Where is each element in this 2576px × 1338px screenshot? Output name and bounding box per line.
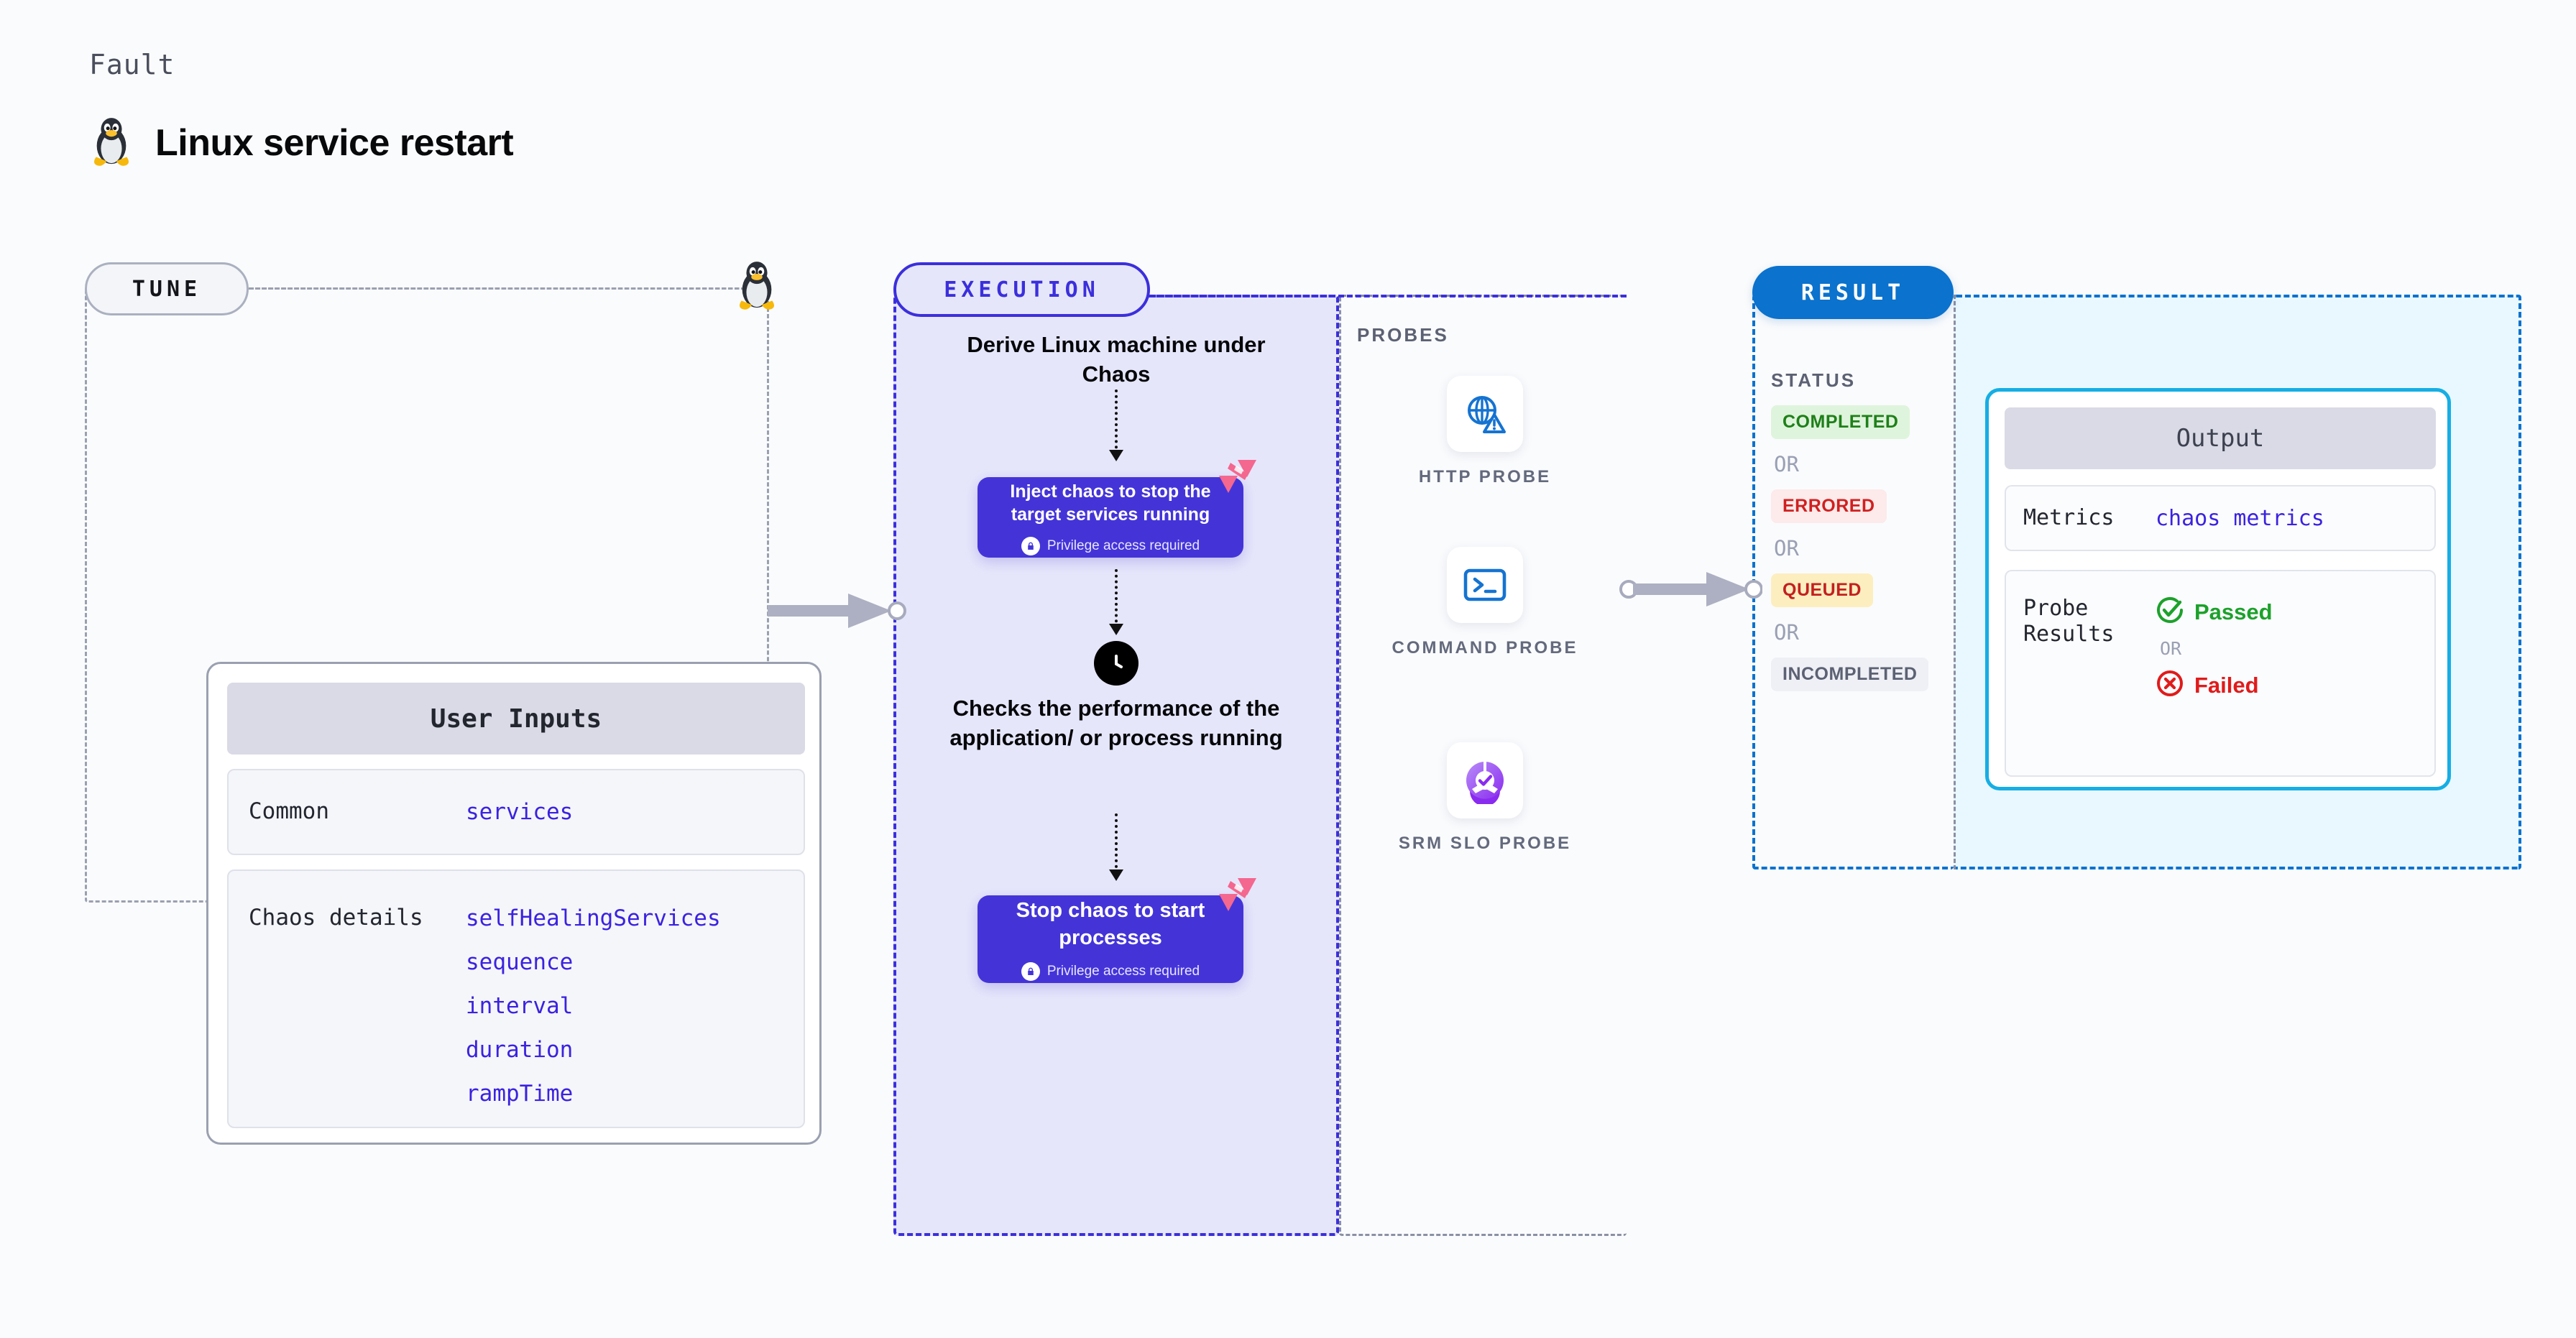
execution-step-2-text: Checks the performance of the applicatio… [949,696,1283,750]
input-group-label: Chaos details [249,905,423,931]
terminal-icon [1447,547,1523,623]
user-inputs-title: User Inputs [227,683,805,755]
page-title-row: Linux service restart [89,115,514,171]
input-value[interactable]: services [466,799,574,825]
lock-icon [1021,961,1040,981]
input-group-values: selfHealingServices sequence interval du… [466,905,721,1107]
status-badge-queued: QUEUED [1771,573,1873,607]
check-circle-icon [2156,596,2184,628]
input-group-values: services [466,799,573,825]
probe-label: COMMAND PROBE [1392,638,1578,658]
chaos-step-title: Stop chaos to start processes [1016,899,1205,949]
flow-arrow-3 [1109,813,1123,881]
page-eyebrow: Fault [89,49,175,80]
result-panel: STATUS COMPLETED OR ERRORED OR QUEUED OR… [1752,295,1954,869]
or-separator: OR [1774,536,1799,560]
status-badge-errored: ERRORED [1771,489,1887,523]
input-group-common: Common services [227,769,805,855]
execution-panel: Derive Linux machine under Chaos Inject … [893,295,1339,1236]
status-badge-completed: COMPLETED [1771,405,1910,439]
execution-stage-pill[interactable]: EXECUTION [893,262,1150,317]
probe-item-http[interactable]: HTTP PROBE [1341,376,1629,490]
privilege-note: Privilege access required [1021,536,1200,555]
input-value[interactable]: rampTime [466,1081,574,1107]
tune-connector-dash [249,287,765,290]
user-inputs-card: User Inputs Common services Chaos detail… [206,662,822,1145]
status-badge-incompleted: INCOMPLETED [1771,658,1929,691]
privilege-text: Privilege access required [1046,963,1200,979]
or-separator: OR [1774,452,1799,476]
or-separator: OR [1774,620,1799,645]
output-group-metrics: Metrics chaos metrics [2005,485,2436,551]
tune-stage-pill[interactable]: TUNE [85,262,249,315]
execution-step-1-text: Derive Linux machine under Chaos [967,332,1266,387]
chaos-step-inject-box[interactable]: Inject chaos to stop the target services… [978,460,1256,558]
probe-item-srm-slo[interactable]: SRM SLO PROBE [1341,742,1629,857]
harness-logo-icon [1219,878,1256,911]
output-card: Output Metrics chaos metrics Probe Resul… [1985,388,2451,790]
output-probe-results-label: Probe Results [2023,596,2115,647]
input-value[interactable]: duration [466,1037,574,1063]
chaos-step-stop-box[interactable]: Stop chaos to start processes Privilege … [978,878,1256,983]
x-circle-icon [2156,669,2184,701]
tune-panel: User Inputs Common services Chaos detail… [85,287,822,1145]
input-group-label: Common [249,798,329,825]
connector-execution-to-result [1619,568,1763,611]
input-value[interactable]: interval [466,993,574,1019]
linux-penguin-icon [735,259,778,312]
probe-failed-label: Failed [2194,672,2259,698]
probe-result-passed: Passed [2156,596,2273,628]
probes-section-label: PROBES [1357,324,1449,346]
output-group-probe-results: Probe Results Passed OR [2005,570,2436,777]
input-value[interactable]: selfHealingServices [466,905,721,931]
output-title: Output [2005,407,2436,469]
flow-arrow-1 [1109,389,1123,461]
clock-icon [1094,641,1138,686]
linux-penguin-icon [89,115,134,171]
connector-tune-to-execution [763,589,907,632]
lock-icon [1021,536,1040,555]
slo-donut-check-icon [1447,742,1523,818]
result-divider-dash [1954,295,1956,869]
output-metrics-label: Metrics [2023,505,2115,530]
probe-result-values: Passed OR Failed [2156,596,2273,701]
probe-label: SRM SLO PROBE [1398,834,1572,853]
privilege-text: Privilege access required [1046,537,1200,553]
probe-result-failed: Failed [2156,669,2273,701]
output-metrics-value[interactable]: chaos metrics [2156,505,2324,531]
execution-connector-dash [1150,295,1627,297]
input-value[interactable]: sequence [466,949,574,975]
harness-logo-icon [1219,460,1256,493]
probe-label: HTTP PROBE [1418,467,1552,486]
input-group-chaos-details: Chaos details selfHealingServices sequen… [227,869,805,1128]
result-stage-pill[interactable]: RESULT [1752,266,1954,319]
status-list: COMPLETED OR ERRORED OR QUEUED OR INCOMP… [1771,405,1929,691]
page-title: Linux service restart [155,122,514,164]
or-separator: OR [2160,638,2182,659]
flow-arrow-2 [1109,569,1123,635]
probe-passed-label: Passed [2194,599,2273,624]
status-section-label: STATUS [1771,369,1857,391]
probe-item-command[interactable]: COMMAND PROBE [1341,547,1629,661]
chaos-step-title: Inject chaos to stop the target services… [1010,481,1211,525]
probes-panel: PROBES HTTP PROBE COMMAND PROBE [1339,295,1627,1236]
globe-warning-icon [1447,376,1523,452]
privilege-note: Privilege access required [1021,961,1200,981]
